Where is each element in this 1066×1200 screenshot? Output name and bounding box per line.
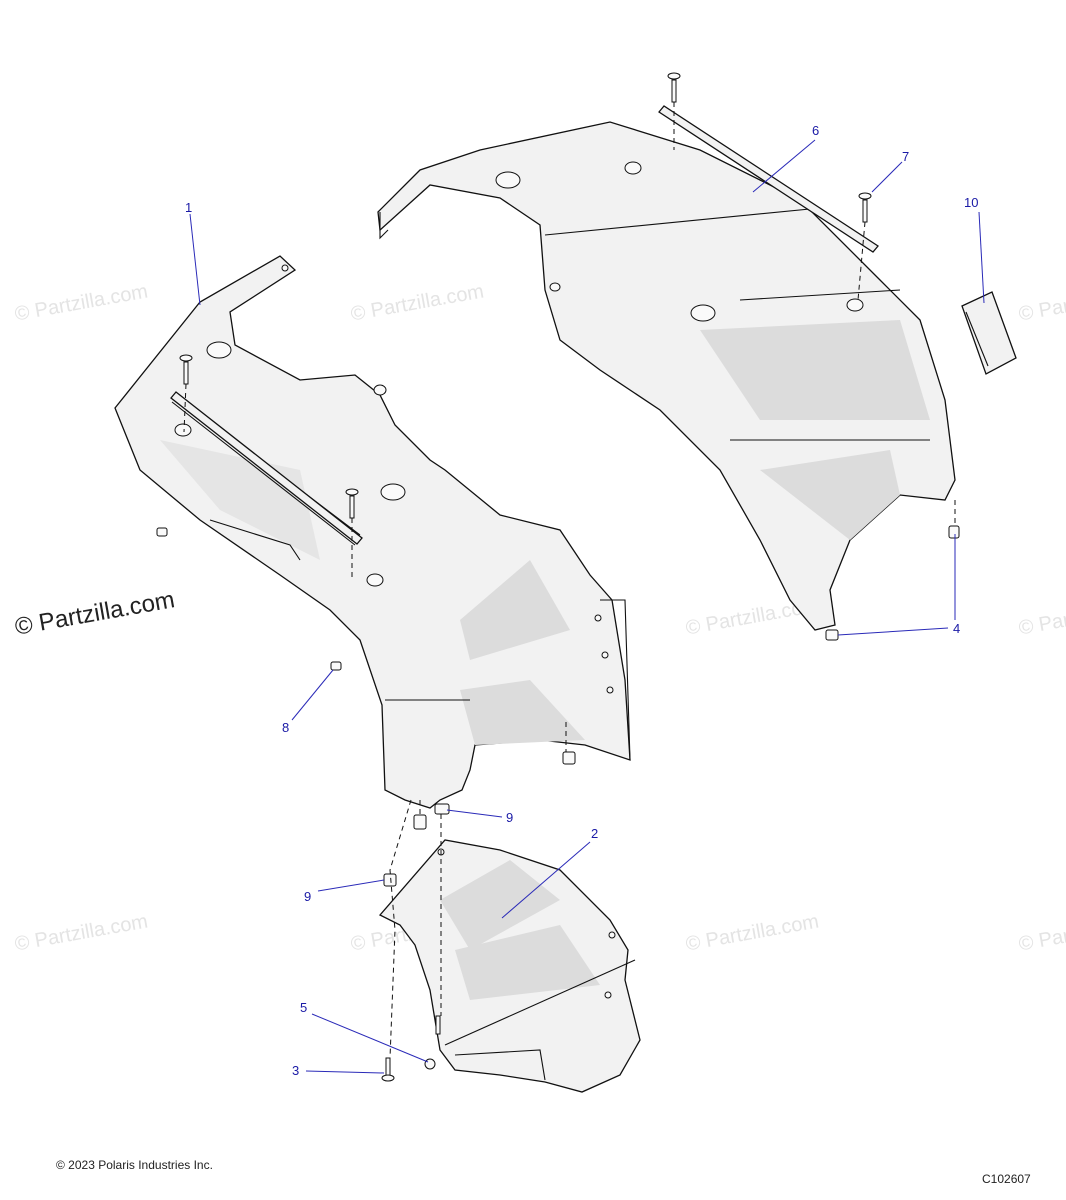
callout-10[interactable]: 10 (964, 195, 979, 210)
callout-5[interactable]: 5 (300, 1000, 308, 1015)
diagram-code: C102607 (982, 1172, 1031, 1186)
right-fender-part[interactable] (377, 121, 956, 631)
callout-3[interactable]: 3 (292, 1063, 300, 1078)
callout-9[interactable]: 9 (506, 810, 514, 825)
bolt-hardware[interactable] (179, 72, 872, 1082)
callout-7[interactable]: 7 (902, 149, 910, 164)
callout-8[interactable]: 8 (282, 720, 290, 735)
callout-4[interactable]: 4 (953, 621, 961, 636)
callout-2[interactable]: 2 (591, 826, 599, 841)
decal-part[interactable] (961, 291, 1017, 375)
callout-6[interactable]: 6 (812, 123, 820, 138)
copyright-text: © 2023 Polaris Industries Inc. (56, 1158, 213, 1172)
leader-lines (189, 139, 985, 1074)
callout-9[interactable]: 9 (304, 889, 312, 904)
lower-panel-part[interactable] (378, 839, 641, 1093)
clip-hardware[interactable] (156, 525, 960, 1070)
assembly-lines (183, 102, 956, 1059)
callout-1[interactable]: 1 (185, 200, 193, 215)
left-fender-part[interactable] (114, 255, 631, 809)
